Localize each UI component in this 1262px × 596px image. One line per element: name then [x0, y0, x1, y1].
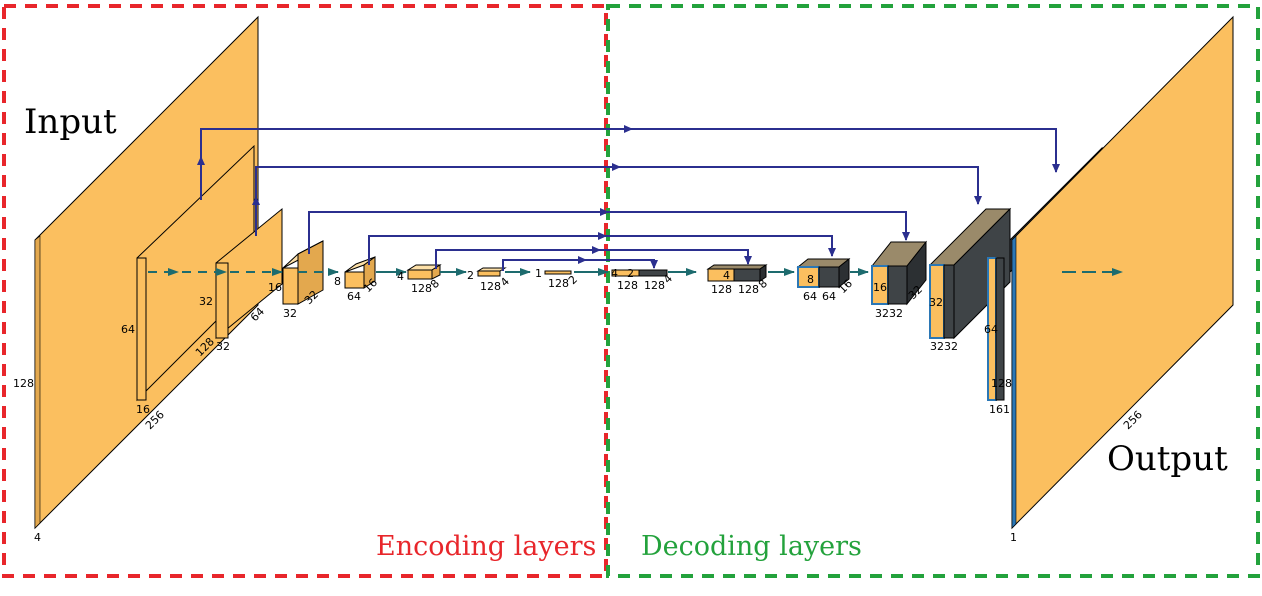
enc6-channel-label: 128	[480, 280, 501, 293]
enc7-height-label: 1	[535, 267, 542, 280]
enc7-channel-label: 128	[548, 277, 569, 290]
dec1-channel1-label: 128	[617, 279, 638, 292]
dec3-height-label: 8	[807, 273, 814, 286]
enc2-height-label: 32	[199, 295, 213, 308]
dec3-channel2-label: 64	[822, 290, 836, 303]
encoder-block-2	[215, 207, 283, 340]
decoder-block-2	[706, 264, 768, 282]
skip-connection-3	[308, 208, 910, 254]
dec2-channel1-label: 128	[711, 283, 732, 296]
dec1-width-label: 2	[627, 267, 634, 280]
enc1-height-label: 64	[121, 323, 135, 336]
decoder-block-6	[987, 257, 1005, 401]
enc2-channel-label: 32	[216, 340, 230, 353]
decoder-block-5	[928, 207, 1012, 340]
enc5-channel-label: 128	[411, 282, 432, 295]
decoder-block-1	[611, 269, 668, 277]
skip-connection-6	[502, 256, 658, 271]
dec4-channel-label: 3232	[875, 307, 903, 320]
enc5-height-label: 4	[397, 270, 404, 283]
enc4-height-label: 8	[334, 275, 341, 288]
encoding-section-box	[2, 4, 608, 578]
dec7-height-label: 128	[991, 377, 1012, 390]
input-channel-label: 4	[34, 531, 41, 544]
input-title: Input	[24, 102, 117, 142]
decoding-label: Decoding layers	[641, 531, 862, 562]
decoder-block-4	[870, 240, 928, 306]
skip-connections	[197, 125, 1060, 271]
output-channel-label: 1	[1010, 531, 1017, 544]
dec4-height-label: 16	[873, 281, 887, 294]
enc3-height-label: 16	[268, 281, 282, 294]
dec5-height-label: 32	[929, 296, 943, 309]
skip-connection-4	[368, 232, 836, 265]
encoder-block-3	[282, 240, 324, 305]
skip-connection-1	[197, 125, 1060, 200]
decoding-section-box	[606, 4, 1260, 578]
encoder-block-7	[544, 270, 572, 275]
dec2-channel2-label: 128	[738, 283, 759, 296]
encoder-block-6	[476, 267, 507, 277]
skip-connection-5	[435, 246, 752, 269]
output-title: Output	[1107, 439, 1228, 479]
enc6-height-label: 2	[467, 269, 474, 282]
dec6-height-label: 64	[984, 323, 998, 336]
encoder-block-4	[344, 256, 376, 289]
enc4-channel-label: 64	[347, 290, 361, 303]
dec1-channel2-label: 128	[644, 279, 665, 292]
dec2-height-label: 4	[723, 269, 730, 282]
skip-connection-2	[252, 163, 982, 236]
dec7-channel-label: 161	[989, 403, 1010, 416]
dec3-channel1-label: 64	[803, 290, 817, 303]
enc3-channel-label: 32	[283, 307, 297, 320]
encoder-block-5	[406, 264, 442, 280]
dec5-channel-label: 3232	[930, 340, 958, 353]
dec1-height-label: 4	[611, 267, 618, 280]
encoding-label: Encoding layers	[376, 531, 596, 562]
decoder-block-3	[796, 257, 851, 289]
input-height-label: 128	[13, 377, 34, 390]
enc1-channel-label: 16	[136, 403, 150, 416]
